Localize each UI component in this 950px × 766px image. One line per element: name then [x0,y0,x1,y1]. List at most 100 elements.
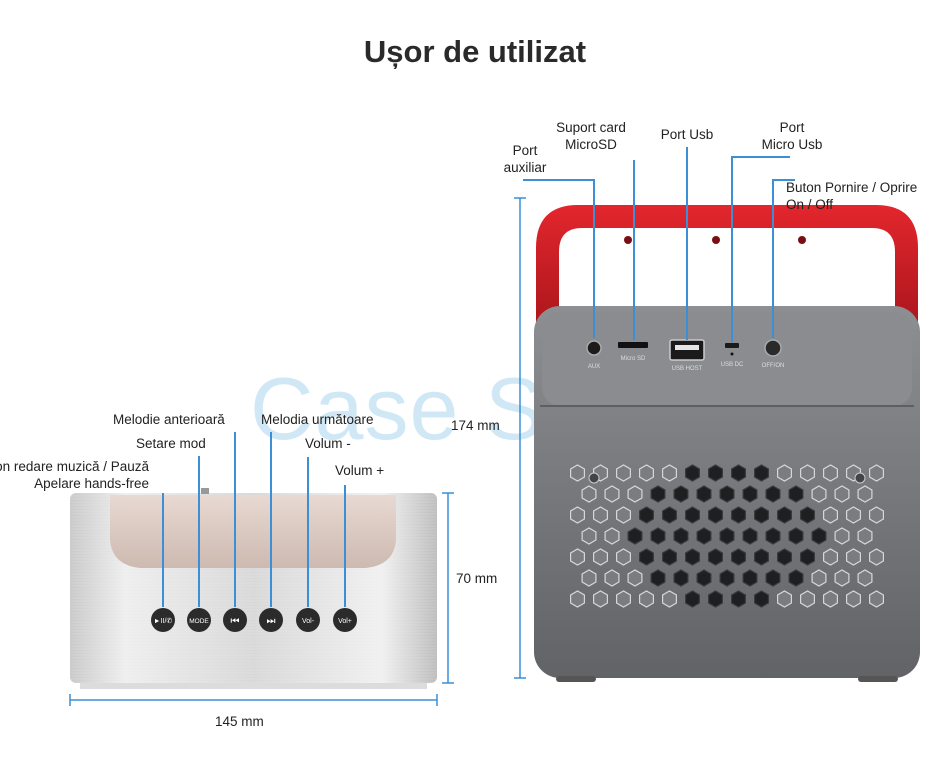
grille-hole [627,527,643,545]
grille-hole [719,527,735,545]
next-track-button[interactable]: ⏭ [259,608,283,632]
label-power-button: Buton Pornire / Oprire On / Off [786,179,917,213]
grille-hole [684,506,701,524]
grille-hole [650,485,666,503]
grille-hole [776,506,793,524]
grille-hole [753,548,770,566]
grille-hole [604,485,620,503]
grille-hole [811,527,827,545]
power-switch[interactable]: OFF/ON [762,339,785,369]
grille-hole [569,464,586,482]
dimension-width: 145 mm [215,714,264,729]
grille-hole [834,569,850,587]
grille-hole [857,569,873,587]
grille-hole [696,527,712,545]
label-volume-up: Volum + [335,463,385,478]
label-mode: Setare mod [136,436,206,451]
grille-hole [753,506,770,524]
grille-hole [742,569,758,587]
front-dimensions [69,492,454,706]
front-leader-lines [162,432,346,607]
grille-hole [730,464,747,482]
grille-hole [581,485,597,503]
label-volume-down: Volum - [305,436,351,451]
grille-hole [615,506,632,524]
grille-hole [627,485,643,503]
grille-hole [696,485,712,503]
grille-hole [604,527,620,545]
grille-hole [811,569,827,587]
grille-hole [822,590,839,608]
micro-usb-port[interactable]: USB DC [721,343,744,368]
grille-hole [638,506,655,524]
grille-hole [776,464,793,482]
grille-hole [684,548,701,566]
grille-hole [604,569,620,587]
grille-hole [868,548,885,566]
grille-hole [753,590,770,608]
grille-hole [765,569,781,587]
screw-icon [588,472,600,484]
grille-hole [868,506,885,524]
grille-hole [684,464,701,482]
screw-icon [854,472,866,484]
label-play-pause-line1: Buton redare muzică / Pauză [0,459,149,474]
grille-hole [661,506,678,524]
svg-text:Vol-: Vol- [302,618,315,625]
grille-hole [834,485,850,503]
grille-hole [730,506,747,524]
volume-down-button[interactable]: Vol- [296,608,320,632]
play-pause-button[interactable]: ►II/✆ [151,608,175,632]
grille-hole [707,464,724,482]
grille-hole [719,485,735,503]
grille-hole [615,590,632,608]
grille-hole [615,464,632,482]
grille-hole [707,506,724,524]
grille-hole [788,485,804,503]
grille-hole [569,506,586,524]
volume-up-button[interactable]: Vol+ [333,608,357,632]
label-aux-line2: auxiliar [503,160,547,175]
grille-hole [765,485,781,503]
grille-hole [845,506,862,524]
label-play-pause: Buton redare muzică / Pauză Apelare hand… [0,458,149,492]
grille-hole [799,506,816,524]
mode-button[interactable]: MODE [187,608,211,632]
usb-port[interactable]: USB HOST [669,339,705,372]
label-micro-usb-line2: Micro Usb [761,137,823,152]
grille-hole [845,590,862,608]
grille-hole [857,485,873,503]
aux-port[interactable]: AUX [586,340,602,370]
label-aux-port: Port auxiliar [490,142,560,176]
grille-hole [592,548,609,566]
grille-hole [627,569,643,587]
grille-hole [834,527,850,545]
grille-hole [673,527,689,545]
svg-text:MODE: MODE [189,618,209,625]
grille-hole [730,590,747,608]
grille-hole [615,548,632,566]
previous-track-button[interactable]: ⏮ [223,608,247,632]
label-next-track: Melodia următoare [261,412,374,427]
grille-hole [661,464,678,482]
label-microsd-line2: MicroSD [565,137,617,152]
grille-hole [822,548,839,566]
front-speaker [70,488,437,689]
svg-text:Vol+: Vol+ [338,618,352,625]
grille-hole [569,548,586,566]
grille-hole [742,527,758,545]
grille-hole [696,569,712,587]
label-micro-usb: Port Micro Usb [750,119,834,153]
grille-hole [638,548,655,566]
grille-hole [822,506,839,524]
label-power-line2: On / Off [786,197,834,212]
microsd-slot[interactable]: Micro SD [618,342,648,362]
grille-hole [776,548,793,566]
label-microsd-line1: Suport card [556,120,626,135]
grille-hole [661,590,678,608]
label-power-line1: Buton Pornire / Oprire [786,180,918,195]
grille-hole [742,485,758,503]
grille-hole [592,590,609,608]
grille-hole [857,527,873,545]
